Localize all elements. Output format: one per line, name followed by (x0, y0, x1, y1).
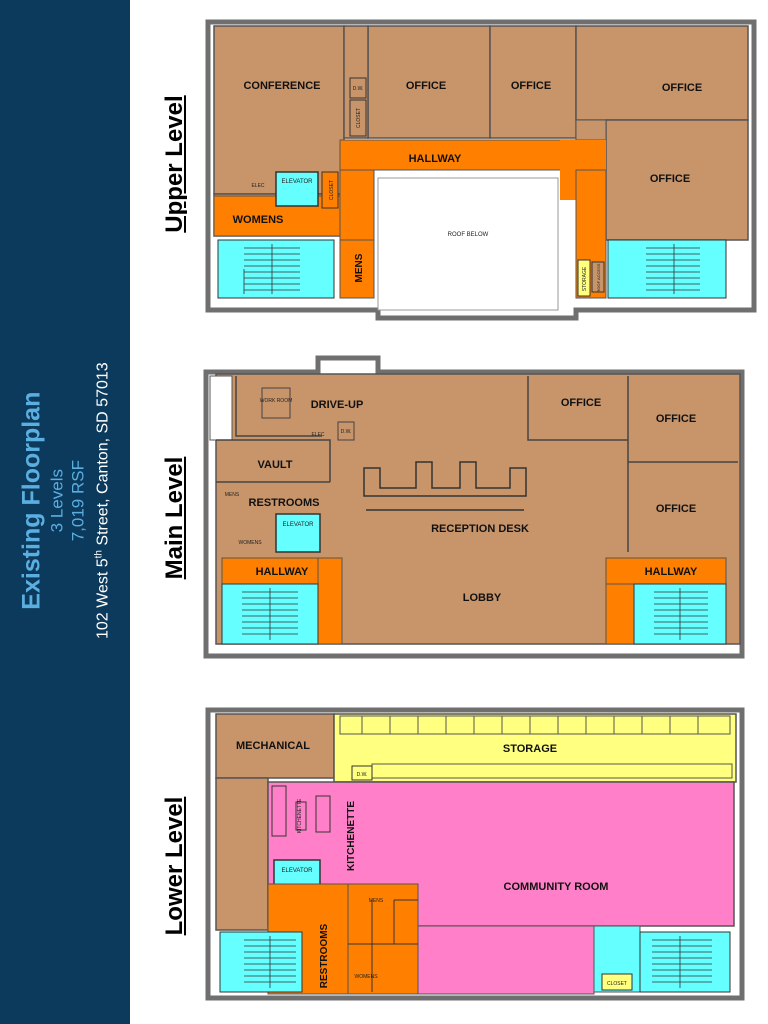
upper-stair-left (217, 239, 335, 299)
upper-office-4 (605, 119, 749, 241)
svg-text:DRIVE-UP: DRIVE-UP (311, 399, 364, 411)
svg-text:CLOSET: CLOSET (329, 180, 335, 200)
svg-text:RESTROOMS: RESTROOMS (319, 923, 330, 988)
upper-mens-room (339, 239, 375, 299)
svg-text:D.W.: D.W. (353, 86, 364, 92)
svg-text:OFFICE: OFFICE (656, 413, 696, 425)
svg-text:HALLWAY: HALLWAY (256, 566, 309, 578)
upper-roof-below (377, 177, 559, 311)
sidebar-text: Existing Floorplan 3 Levels 7,019 RSF 10… (16, 201, 113, 801)
level-label-lower: Lower Level (161, 796, 188, 936)
svg-text:OFFICE: OFFICE (406, 80, 446, 92)
svg-text:VAULT: VAULT (257, 459, 292, 471)
svg-text:CLOSET: CLOSET (607, 981, 627, 987)
upper-elevator (275, 171, 319, 207)
upper-office-3 (575, 25, 749, 121)
lower-stair-right (639, 931, 731, 993)
svg-text:ROOF BELOW: ROOF BELOW (448, 232, 489, 238)
main-reception-desk (363, 461, 527, 497)
svg-text:ELEC: ELEC (311, 432, 324, 438)
lower-level-floorplan: MECHANICAL STORAGE D.W. KITCHENETTE KITC… (205, 707, 745, 1001)
svg-text:D.W.: D.W. (341, 429, 352, 435)
svg-text:HALLWAY: HALLWAY (645, 566, 698, 578)
main-elevator (275, 513, 321, 553)
svg-text:KITCHENETTE: KITCHENETTE (297, 798, 303, 833)
svg-text:OFFICE: OFFICE (561, 397, 601, 409)
svg-text:WORK ROOM: WORK ROOM (260, 398, 293, 404)
svg-text:OFFICE: OFFICE (650, 173, 690, 185)
main-level-floorplan: DRIVE-UP WORK ROOM VAULT RESTROOMS MENS … (203, 355, 745, 659)
lower-stair-left (219, 931, 303, 993)
level-label-main: Main Level (161, 456, 188, 580)
svg-text:WOMENS: WOMENS (233, 214, 284, 226)
upper-conference-room (213, 25, 345, 195)
svg-text:WOMENS: WOMENS (354, 974, 378, 980)
sidebar-levels: 3 Levels (47, 469, 67, 533)
svg-text:CONFERENCE: CONFERENCE (243, 80, 320, 92)
sidebar-address: 102 West 5th Street, Canton, SD 57013 (93, 362, 112, 639)
sidebar-title: Existing Floorplan (17, 391, 46, 610)
upper-level-floorplan: CONFERENCE OFFICE OFFICE OFFICE OFFICE H… (205, 19, 757, 321)
svg-text:OFFICE: OFFICE (656, 503, 696, 515)
svg-text:ELEVATOR: ELEVATOR (281, 179, 313, 185)
svg-text:STORAGE: STORAGE (582, 266, 588, 291)
main-hallway-right (605, 557, 727, 585)
svg-text:ROOF ACCESS: ROOF ACCESS (596, 263, 601, 292)
svg-text:KITCHENETTE: KITCHENETTE (346, 801, 357, 871)
svg-text:MENS: MENS (354, 253, 365, 282)
upper-stair-right (607, 239, 727, 299)
svg-text:D.W.: D.W. (357, 772, 368, 778)
svg-text:OFFICE: OFFICE (511, 80, 551, 92)
svg-text:RESTROOMS: RESTROOMS (249, 497, 320, 509)
sidebar-rsf: 7,019 RSF (68, 460, 88, 542)
sidebar-panel: Existing Floorplan 3 Levels 7,019 RSF 10… (0, 0, 130, 1024)
upper-office-2 (489, 25, 577, 139)
svg-text:STORAGE: STORAGE (503, 743, 557, 755)
svg-text:CLOSET: CLOSET (356, 108, 362, 128)
svg-text:WOMENS: WOMENS (238, 540, 262, 546)
svg-text:COMMUNITY ROOM: COMMUNITY ROOM (504, 881, 609, 893)
svg-text:LOBBY: LOBBY (463, 592, 502, 604)
svg-text:OFFICE: OFFICE (662, 82, 702, 94)
level-label-upper: Upper Level (161, 95, 188, 233)
svg-text:MENS: MENS (369, 898, 384, 904)
svg-text:RECEPTION DESK: RECEPTION DESK (431, 523, 529, 535)
svg-text:ELEVATOR: ELEVATOR (281, 868, 313, 874)
svg-text:ELEC: ELEC (251, 183, 264, 189)
svg-text:HALLWAY: HALLWAY (409, 153, 462, 165)
svg-text:MENS: MENS (225, 492, 240, 498)
svg-text:MECHANICAL: MECHANICAL (236, 740, 310, 752)
upper-office-1 (367, 25, 491, 139)
svg-text:ELEVATOR: ELEVATOR (282, 522, 314, 528)
